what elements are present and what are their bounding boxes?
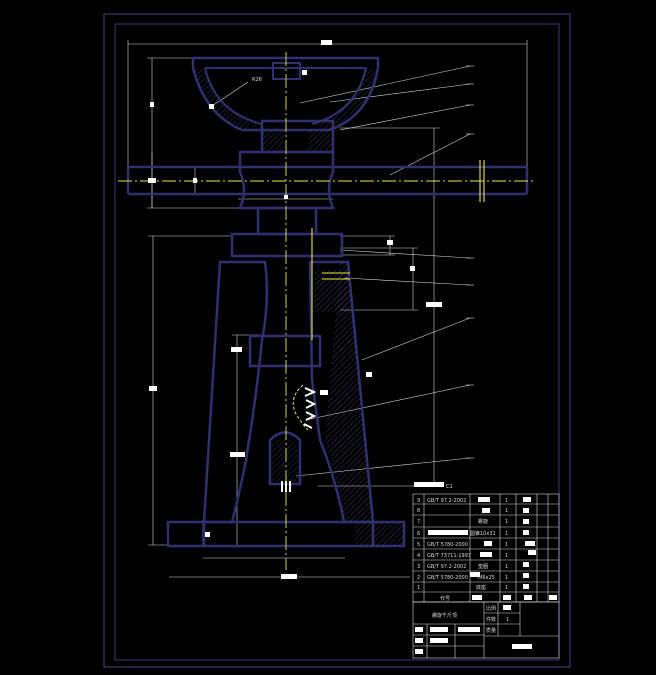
svg-text:代号: 代号	[440, 595, 450, 602]
scale-label: 比例	[486, 605, 496, 612]
section-break-curve	[292, 384, 309, 431]
nut-hatch	[314, 270, 348, 312]
svg-text:3: 3	[417, 564, 420, 570]
svg-text:1: 1	[505, 542, 508, 548]
qty-label: 件数	[486, 616, 496, 623]
svg-text:1: 1	[505, 585, 508, 591]
svg-text:1: 1	[505, 531, 508, 537]
svg-text:M6x25: M6x25	[478, 575, 495, 581]
bom-value-blocks	[428, 497, 557, 600]
leader-ticks	[466, 65, 474, 459]
svg-text:螺旋: 螺旋	[478, 518, 488, 525]
dimension-label: C1	[446, 484, 453, 490]
screw-axis	[311, 160, 485, 340]
svg-text:6: 6	[417, 531, 420, 537]
svg-text:1: 1	[505, 564, 508, 570]
screw-head-hatch-right	[308, 130, 332, 150]
bom-rows: 9 GB/T 97.2-2002 1 8 1 7 螺旋 1 6 圆锥10x31 …	[417, 498, 508, 602]
svg-text:9: 9	[417, 498, 420, 504]
svg-text:1: 1	[505, 519, 508, 525]
svg-text:1: 1	[506, 617, 509, 623]
svg-text:2: 2	[417, 575, 420, 581]
weight-label: 质量	[486, 627, 496, 634]
title-block	[412, 601, 560, 659]
svg-text:GB/T 5780-2000: GB/T 5780-2000	[427, 542, 468, 548]
bom-table	[412, 493, 560, 603]
svg-text:垫圈: 垫圈	[478, 563, 488, 570]
body-hatch-right	[325, 262, 373, 522]
top-cup	[191, 56, 380, 132]
svg-text:GB/T 73711-1997: GB/T 73711-1997	[427, 553, 471, 559]
dimension-values	[148, 40, 444, 579]
svg-text:7: 7	[417, 519, 420, 525]
svg-text:圆锥10x31: 圆锥10x31	[470, 530, 496, 537]
outer-frame	[103, 13, 571, 668]
cup-hatch-left	[193, 68, 262, 130]
svg-text:底座: 底座	[476, 584, 486, 591]
base-hatch-right	[355, 522, 404, 546]
svg-text:1: 1	[505, 508, 508, 514]
centre-lines	[118, 52, 536, 570]
note-label: R26	[252, 77, 262, 83]
title-block-values	[415, 605, 532, 654]
svg-text:8: 8	[417, 508, 420, 514]
svg-text:GB/T 97.2-2002: GB/T 97.2-2002	[427, 564, 466, 570]
svg-text:1: 1	[505, 498, 508, 504]
handle-bar	[126, 165, 529, 196]
svg-text:1: 1	[417, 585, 420, 591]
svg-text:1: 1	[505, 553, 508, 559]
screw-head-hatch-left	[262, 130, 284, 150]
svg-text:1: 1	[505, 575, 508, 581]
svg-text:4: 4	[417, 553, 420, 559]
svg-text:5: 5	[417, 542, 420, 548]
inner-frame	[114, 23, 560, 661]
svg-text:GB/T 5780-2000: GB/T 5780-2000	[427, 575, 468, 581]
title-block-title: 螺旋千斤顶	[432, 612, 457, 619]
bottom-bore-hatch	[272, 438, 298, 482]
svg-text:GB/T 97.2-2002: GB/T 97.2-2002	[427, 498, 466, 504]
cup-hatch-right	[312, 68, 378, 130]
